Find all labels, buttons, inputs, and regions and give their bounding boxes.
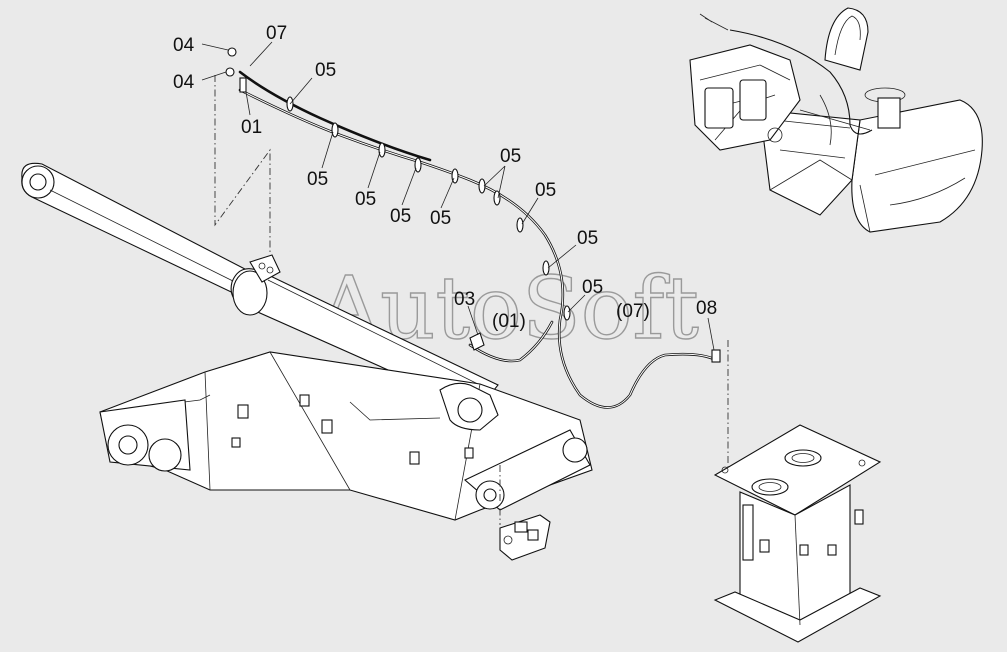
callout-04: 04 <box>173 72 195 93</box>
boom-assembly <box>21 162 593 521</box>
hose-bracket-upper <box>249 254 281 283</box>
callout-07: 07 <box>266 23 287 44</box>
leader-lines <box>201 41 715 351</box>
callout-05: 05 <box>430 208 451 229</box>
callout-05: 05 <box>390 206 411 227</box>
callout-03: 03 <box>454 289 475 310</box>
callout-05: 05 <box>577 228 598 249</box>
callout-05: 05 <box>315 60 336 81</box>
callout-01: 01 <box>241 117 262 138</box>
callout-04: 04 <box>173 35 195 56</box>
callout-05: 05 <box>582 277 603 298</box>
callout-labels: 04 04 07 05 01 05 05 05 05 05 05 05 05 0… <box>173 23 717 332</box>
callout-05: 05 <box>500 146 521 167</box>
tank <box>713 424 882 643</box>
callout-07-ref: (07) <box>616 301 650 322</box>
callout-01-ref: (01) <box>492 311 526 332</box>
callout-05: 05 <box>355 189 376 210</box>
callout-08: 08 <box>696 298 717 319</box>
reference-lines <box>214 75 729 525</box>
machine-overview-inset <box>689 7 983 233</box>
callout-05: 05 <box>535 180 556 201</box>
callout-05: 05 <box>307 169 328 190</box>
valve-block <box>499 514 551 561</box>
